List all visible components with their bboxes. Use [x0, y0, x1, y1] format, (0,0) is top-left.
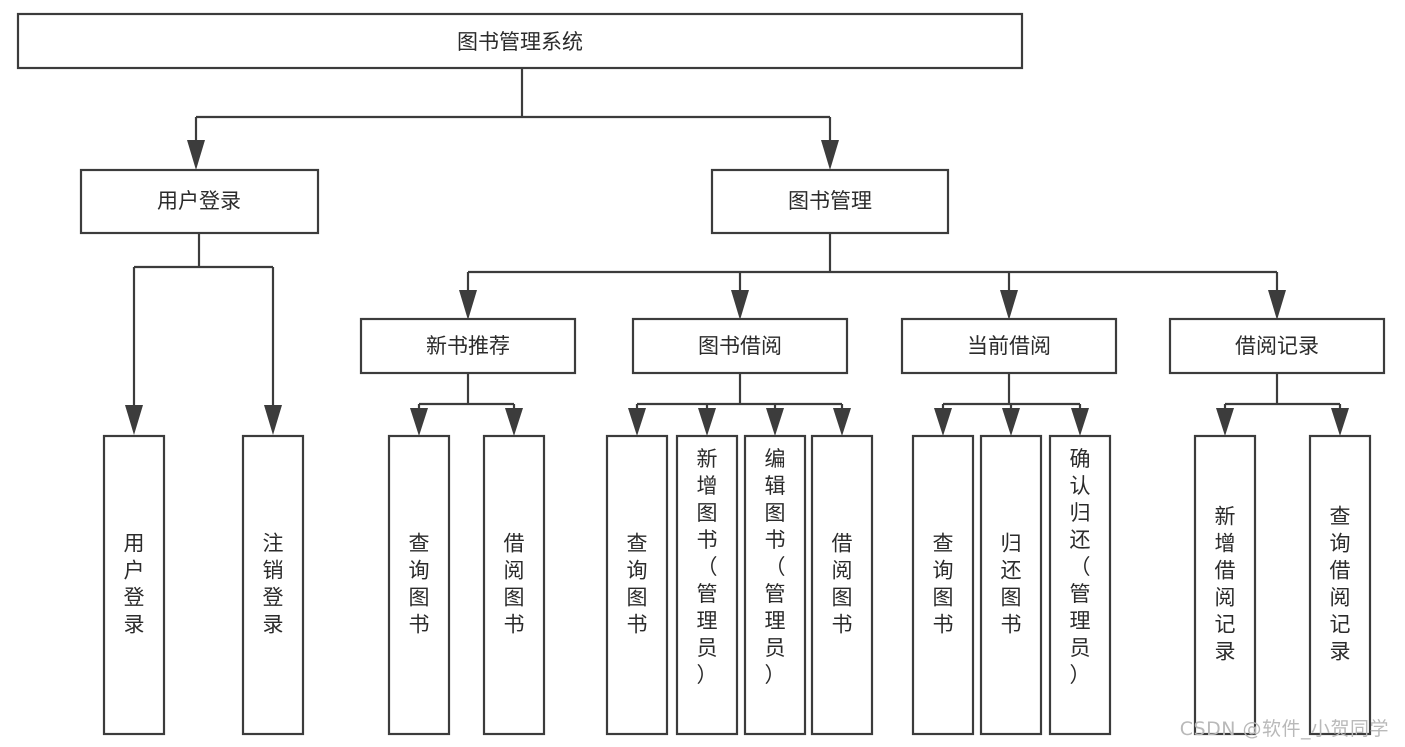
arrow-head-icon: [264, 405, 282, 435]
node-book-borrow[interactable]: 图书借阅: [631, 317, 849, 375]
node-leaf-logout[interactable]: 注销登录: [241, 434, 305, 736]
node-leaf-return-book-label: 归还图书: [1001, 532, 1022, 637]
arrow-head-icon: [833, 408, 851, 436]
node-leaf-query-book-borrow-label: 查询图书: [627, 532, 648, 637]
node-user-login-label: 用户登录: [157, 189, 241, 213]
arrow-head-icon: [1268, 290, 1286, 320]
node-leaf-query-book-newbook[interactable]: 查询图书: [387, 434, 451, 736]
node-leaf-user-login[interactable]: 用户登录: [102, 434, 166, 736]
arrow-head-icon: [821, 140, 839, 170]
node-root-label: 图书管理系统: [457, 30, 583, 54]
arrow-head-icon: [628, 408, 646, 436]
arrow-head-icon: [766, 408, 784, 436]
node-leaf-return-book[interactable]: 归还图书: [979, 434, 1043, 736]
node-current-borrow[interactable]: 当前借阅: [900, 317, 1118, 375]
node-leaf-borrow-book-borrow[interactable]: 借阅图书: [810, 434, 874, 736]
node-leaf-add-borrow-record-label: 新增借阅记录: [1215, 505, 1236, 664]
connector-bookborrow-to-leaves: [628, 372, 851, 436]
arrow-head-icon: [187, 140, 205, 170]
node-leaf-confirm-return-admin-label: 确认归还（管理员）: [1070, 447, 1091, 687]
connector-newbook-to-leaves: [410, 372, 523, 436]
node-leaf-edit-book-admin-label: 编辑图书（管理员）: [765, 447, 786, 687]
arrow-head-icon: [1002, 408, 1020, 436]
connector-bookmgmt-to-level3: [459, 232, 1286, 320]
node-leaf-add-borrow-record[interactable]: 新增借阅记录: [1193, 434, 1257, 736]
arrow-head-icon: [934, 408, 952, 436]
node-book-borrow-label: 图书借阅: [698, 334, 782, 358]
node-new-book-recommend[interactable]: 新书推荐: [359, 317, 577, 375]
connector-root-to-level2: [187, 68, 839, 170]
arrow-head-icon: [731, 290, 749, 320]
arrow-head-icon: [698, 408, 716, 436]
node-borrow-record[interactable]: 借阅记录: [1168, 317, 1386, 375]
node-leaf-edit-book-admin[interactable]: 编辑图书（管理员）: [743, 434, 807, 736]
node-leaf-query-borrow-record-label: 查询借阅记录: [1330, 505, 1351, 664]
node-book-management[interactable]: 图书管理: [710, 168, 950, 235]
node-leaf-query-borrow-record[interactable]: 查询借阅记录: [1308, 434, 1372, 736]
node-leaf-query-book-borrow[interactable]: 查询图书: [605, 434, 669, 736]
node-borrow-record-label: 借阅记录: [1235, 334, 1319, 358]
arrow-head-icon: [125, 405, 143, 435]
arrow-head-icon: [1000, 290, 1018, 320]
node-leaf-confirm-return-admin[interactable]: 确认归还（管理员）: [1048, 434, 1112, 736]
node-leaf-borrow-book-borrow-label: 借阅图书: [832, 532, 853, 637]
node-leaf-logout-label: 注销登录: [263, 532, 284, 637]
node-leaf-user-login-label: 用户登录: [124, 532, 145, 637]
node-leaf-borrow-book-newbook[interactable]: 借阅图书: [482, 434, 546, 736]
node-user-login[interactable]: 用户登录: [79, 168, 320, 235]
arrow-head-icon: [505, 408, 523, 436]
arrow-head-icon: [459, 290, 477, 320]
node-new-book-recommend-label: 新书推荐: [426, 334, 510, 358]
node-leaf-add-book-admin-label: 新增图书（管理员）: [697, 447, 718, 687]
node-current-borrow-label: 当前借阅: [967, 334, 1051, 358]
node-leaf-query-book-newbook-label: 查询图书: [409, 532, 430, 637]
node-leaf-add-book-admin[interactable]: 新增图书（管理员）: [675, 434, 739, 736]
node-book-management-label: 图书管理: [788, 189, 872, 213]
connector-userlogin-to-leaves: [125, 234, 282, 435]
connector-currentborrow-to-leaves: [934, 372, 1089, 436]
node-leaf-query-book-current-label: 查询图书: [933, 532, 954, 637]
arrow-head-icon: [1071, 408, 1089, 436]
node-root-system[interactable]: 图书管理系统: [16, 12, 1024, 70]
node-leaf-borrow-book-newbook-label: 借阅图书: [504, 532, 525, 637]
connector-borrowrecord-to-leaves: [1216, 372, 1349, 436]
arrow-head-icon: [1331, 408, 1349, 436]
node-leaf-query-book-current[interactable]: 查询图书: [911, 434, 975, 736]
arrow-head-icon: [1216, 408, 1234, 436]
arrow-head-icon: [410, 408, 428, 436]
